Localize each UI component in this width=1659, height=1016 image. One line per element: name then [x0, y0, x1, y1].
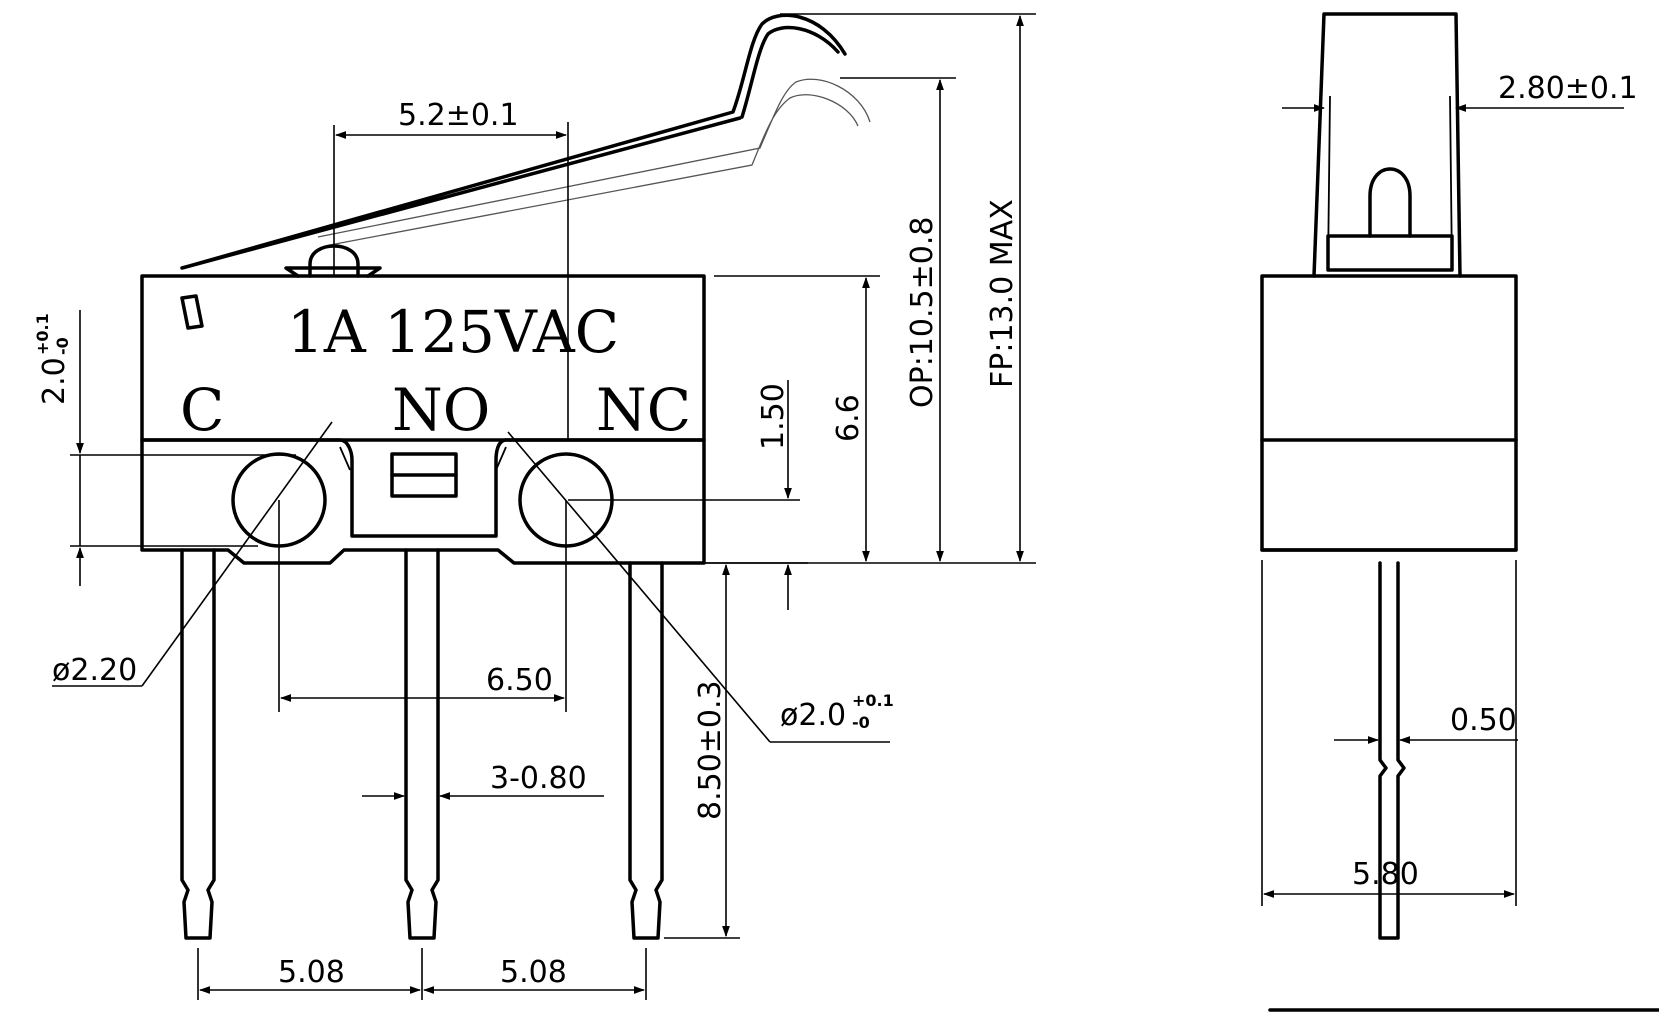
dim-lever-pivot: 5.2±0.1 — [398, 98, 519, 133]
side-pin — [1378, 561, 1406, 940]
actuator-lever — [180, 13, 847, 270]
dim-pin-length: 8.50±0.3 — [693, 680, 728, 820]
terminal-no-label: NO — [392, 376, 490, 444]
terminal-c-label: C — [180, 376, 224, 444]
dim-body-height: 6.6 — [831, 394, 866, 442]
pin-nc — [628, 561, 664, 940]
side-plunger — [1368, 167, 1412, 238]
svg-text:-0: -0 — [852, 713, 870, 732]
svg-text:+0.1: +0.1 — [33, 313, 52, 355]
dim-fp-max: FP:13.0 MAX — [985, 199, 1020, 388]
svg-text:-0: -0 — [53, 337, 72, 355]
rating-label: 1A 125VAC — [287, 298, 619, 366]
dim-op-position: OP:10.5±0.8 — [905, 217, 940, 408]
pin-no — [404, 548, 440, 940]
side-body — [1260, 274, 1518, 552]
dim-pin-spacing-2: 5.08 — [500, 955, 567, 990]
plunger — [284, 244, 382, 278]
switch-body-upper — [140, 274, 706, 442]
terminal-nc-label: NC — [596, 376, 691, 444]
dim-pin-spacing-1: 5.08 — [278, 955, 345, 990]
front-dimensions: 5.2±0.1 2.0 +0.1 -0 1.50 6.6 — [33, 13, 1036, 1000]
front-view: 1A 125VAC C NO NC — [140, 13, 871, 940]
pin-c — [180, 548, 216, 940]
side-view — [1260, 12, 1518, 940]
dim-hole-c-dia: ø2.20 — [52, 653, 137, 688]
dim-pin-thickness: 0.50 — [1450, 703, 1517, 738]
dim-pin-offset: 1.50 — [756, 383, 791, 450]
svg-text:+0.1: +0.1 — [852, 691, 894, 710]
dim-hole-pitch: 6.50 — [486, 663, 553, 698]
dim-body-width: 5.80 — [1352, 857, 1419, 892]
body-marker — [180, 294, 204, 330]
side-actuator — [1312, 12, 1462, 278]
dim-actuator-width: 2.80±0.1 — [1498, 71, 1638, 106]
dim-slot-height: 2.0 — [37, 357, 72, 405]
actuator-lever-free — [317, 78, 871, 246]
dim-pin-width: 3-0.80 — [490, 761, 587, 796]
switch-body-lower — [140, 438, 706, 565]
dim-hole-nc-dia: ø2.0 — [780, 698, 846, 733]
side-dimensions: 2.80±0.1 0.50 5.80 — [1261, 71, 1659, 1012]
